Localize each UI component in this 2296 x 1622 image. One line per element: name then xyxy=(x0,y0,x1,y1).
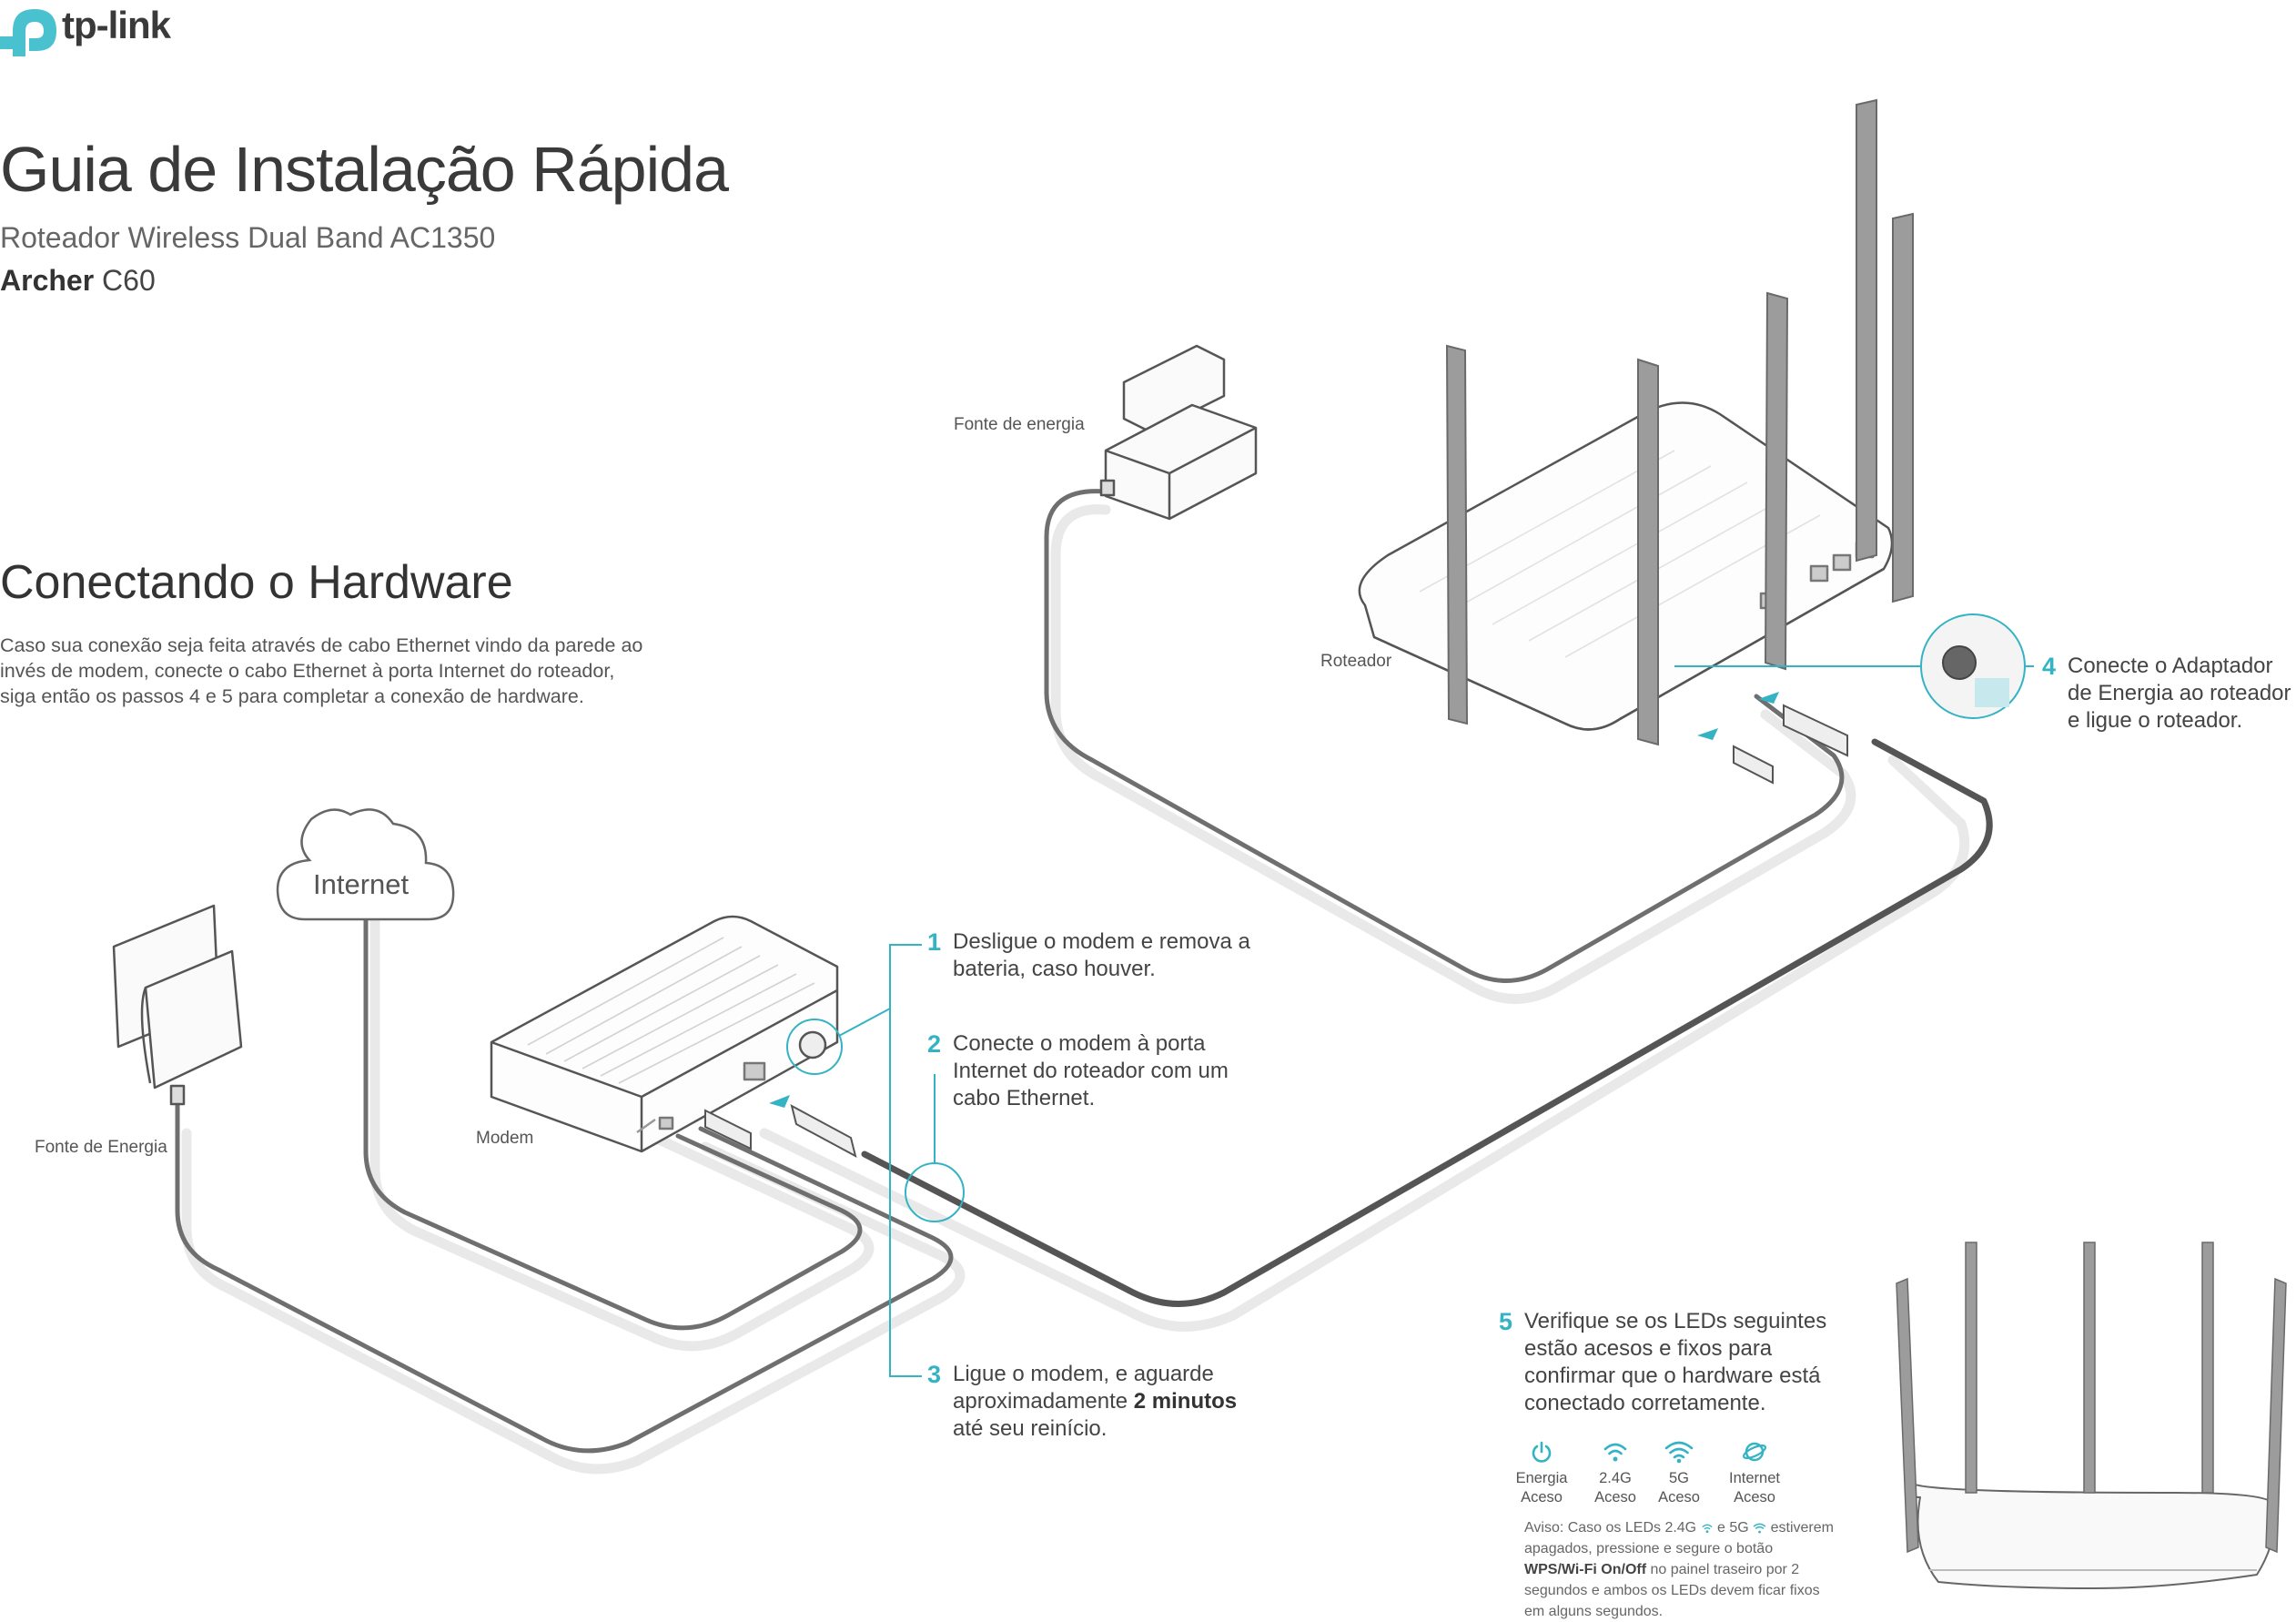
router-antennas xyxy=(1445,98,1914,746)
internet-cloud-icon xyxy=(276,808,455,921)
small-router xyxy=(1907,1483,2276,1589)
cable-shadows xyxy=(181,504,1970,1475)
led-5g: 5G Aceso xyxy=(1633,1440,1725,1507)
router-power-cable xyxy=(1044,489,1845,983)
led-24g-name: 2.4G xyxy=(1599,1470,1632,1486)
section-intro: Caso sua conexão seja feita através de c… xyxy=(0,634,643,707)
step-1-number: 1 xyxy=(927,928,942,956)
note-text-4: no painel traseiro por 2 segundos e ambo… xyxy=(1524,1562,1820,1619)
cables xyxy=(175,489,1845,1454)
led-energia-name: Energia xyxy=(1515,1470,1568,1486)
led-internet-state: Aceso xyxy=(1734,1489,1775,1505)
note-text-2: e 5G xyxy=(1713,1520,1749,1536)
brand-logo-text: tp-link xyxy=(62,4,171,46)
wifi-icon xyxy=(1664,1441,1694,1464)
router-port-zoom xyxy=(1942,645,2009,707)
router-device xyxy=(1358,401,1894,731)
modem-power-adapter xyxy=(112,904,243,1106)
step-3-duration: 2 minutos xyxy=(1133,1389,1238,1414)
router-power-adapter xyxy=(1099,344,1258,521)
tp-link-logo-icon xyxy=(0,9,56,56)
modem-device xyxy=(490,915,839,1153)
step-3: 3 Ligue o modem, e aguarde aproximadamen… xyxy=(927,1361,1262,1443)
page-title: Guia de Instalação Rápida xyxy=(0,134,729,205)
led-24g: 2.4G Aceso xyxy=(1570,1440,1661,1507)
internet-cable xyxy=(363,912,863,1331)
modem-texture xyxy=(527,937,815,1084)
led-energia: Energia Aceso xyxy=(1496,1440,1587,1507)
note-wps-button: WPS/Wi-Fi On/Off xyxy=(1524,1562,1647,1577)
led-internet: Internet Aceso xyxy=(1709,1440,1800,1507)
page-subtitle: Roteador Wireless Dual Band AC1350 xyxy=(0,221,496,254)
callout-lines xyxy=(786,613,2034,1377)
step-1: 1 Desligue o modem e remova a bateria, c… xyxy=(927,928,1299,983)
section-title: Conectando o Hardware xyxy=(0,556,513,609)
led-5g-state: Aceso xyxy=(1658,1489,1700,1505)
wps-note: Aviso: Caso os LEDs 2.4G e 5G estiverem … xyxy=(1524,1517,1834,1622)
step-4-text: Conecte o Adaptador de Energia ao rotead… xyxy=(2068,654,2291,733)
step-4: 4 Conecte o Adaptador de Energia ao rote… xyxy=(2042,653,2296,735)
wifi-icon xyxy=(1753,1523,1766,1534)
ethernet-cable xyxy=(861,738,1993,1307)
note-text-1: Aviso: Caso os LEDs 2.4G xyxy=(1524,1520,1697,1536)
model-series: Archer xyxy=(0,264,95,297)
label-router: Roteador xyxy=(1320,652,1392,671)
label-modem: Modem xyxy=(476,1129,534,1148)
teal-arrows xyxy=(769,692,1779,1108)
note-text-3: estiverem apagados, pressione e segure o… xyxy=(1524,1520,1834,1556)
wifi-icon xyxy=(1603,1443,1627,1462)
modem-plugs xyxy=(704,1104,857,1158)
wifi-icon xyxy=(1702,1524,1713,1533)
step-4-number: 4 xyxy=(2042,653,2057,680)
modem-power-cable xyxy=(175,1103,954,1454)
small-router-antennas xyxy=(1896,1242,2287,1554)
step-3-number: 3 xyxy=(927,1361,942,1388)
label-internet: Internet xyxy=(313,868,410,900)
step-5-text: Verifique se os LEDs seguintes estão ace… xyxy=(1524,1309,1827,1415)
power-icon xyxy=(1532,1441,1552,1463)
led-internet-name: Internet xyxy=(1729,1470,1780,1486)
step-1-text: Desligue o modem e remova a bateria, cas… xyxy=(953,929,1250,981)
step-2-text: Conecte o modem à porta Internet do rote… xyxy=(953,1031,1229,1110)
label-modem-power: Fonte de Energia xyxy=(35,1138,167,1157)
led-5g-name: 5G xyxy=(1668,1470,1689,1486)
router-plugs xyxy=(1733,704,1848,785)
step-2-number: 2 xyxy=(927,1030,942,1058)
model-number: C60 xyxy=(94,264,156,297)
step-3-text-b: até seu reinício. xyxy=(953,1416,1108,1441)
model-name: Archer C60 xyxy=(0,264,156,298)
led-energia-state: Aceso xyxy=(1521,1489,1563,1505)
step-2: 2 Conecte o modem à porta Internet do ro… xyxy=(927,1030,1253,1112)
step-5-number: 5 xyxy=(1499,1308,1513,1335)
led-24g-state: Aceso xyxy=(1594,1489,1636,1505)
label-router-power: Fonte de energia xyxy=(954,415,1085,434)
step-3-text-a: Ligue o modem, e aguarde aproximadamente xyxy=(953,1362,1214,1414)
step-5: 5 Verifique se os LEDs seguintes estão a… xyxy=(1499,1308,1843,1417)
globe-icon xyxy=(1742,1442,1767,1462)
